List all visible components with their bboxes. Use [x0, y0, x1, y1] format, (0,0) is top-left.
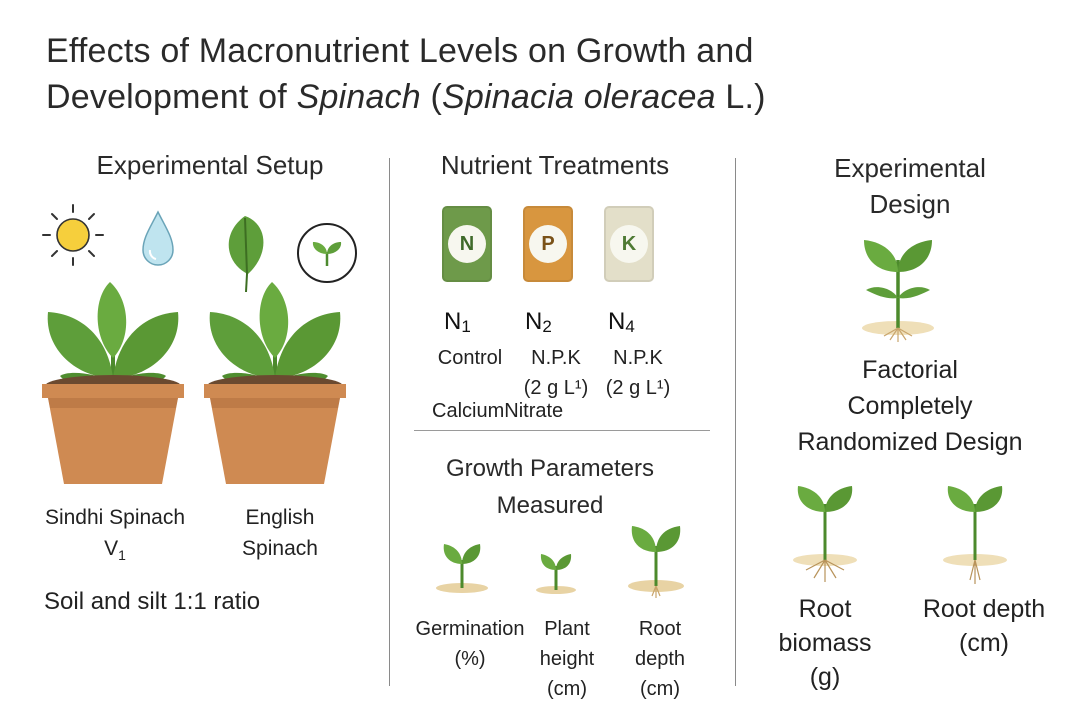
- sun-icon: [42, 204, 104, 266]
- level-n2: N2: [525, 308, 552, 337]
- measure-root-depth-line2: (cm): [959, 629, 1009, 657]
- param-germination: Germination (%): [405, 614, 535, 674]
- section-divider: [414, 430, 710, 431]
- design-heading: Experimental Design: [760, 150, 1060, 222]
- design-heading-line2: Design: [869, 189, 951, 219]
- level-n4: N4: [608, 308, 635, 337]
- level-n1-desc: Control: [437, 347, 503, 369]
- water-drop-icon: [142, 210, 174, 266]
- level-n2-desc: N.P.K (2 g L¹): [512, 343, 600, 403]
- level-n4-desc-line2: (2 g L¹): [605, 377, 671, 399]
- variety-1-code: V1: [20, 533, 210, 571]
- title-prefix: Development of: [46, 78, 297, 116]
- level-sub: 1: [461, 317, 471, 336]
- badge-k-letter: K: [610, 225, 648, 263]
- level-sub: 4: [625, 317, 635, 336]
- variety-1-name: Sindhi Spinach: [44, 506, 186, 529]
- growth-heading: Growth Parameters Measured: [395, 450, 705, 524]
- measure-root-biomass-line3: (g): [809, 663, 841, 691]
- nitrate-text: Nitrate: [504, 400, 564, 422]
- column-divider-right: [735, 158, 736, 686]
- measure-root-depth: Root depth (cm): [904, 592, 1064, 660]
- measure-root-depth-line1: Root depth: [922, 595, 1046, 623]
- soil-ratio: Soil and silt 1:1 ratio: [44, 588, 261, 615]
- badge-p-letter: P: [529, 225, 567, 263]
- growth-heading-line2: Measured: [496, 492, 604, 519]
- param-root-depth: Root depth (cm): [620, 614, 700, 704]
- plant-height-seedling-icon: [536, 554, 576, 594]
- setup-heading: Experimental Setup: [96, 150, 324, 180]
- variety-2-label: English Spinach: [195, 502, 365, 564]
- param-germination-line1: Germination: [415, 618, 525, 640]
- measure-root-biomass: Root biomass (g): [760, 592, 890, 694]
- growth-heading-line1: Growth Parameters: [445, 455, 655, 482]
- design-type-line3: Randomized Design: [797, 428, 1023, 456]
- title-scientific-name: Spinacia oleracea: [442, 78, 716, 116]
- leaf-icon: [228, 216, 264, 293]
- variety-code-sub: 1: [118, 547, 126, 564]
- level-letter: N: [525, 308, 543, 335]
- plant: [209, 282, 341, 388]
- variety-2-name-line1: English: [245, 506, 315, 529]
- level-n4-desc: N.P.K (2 g L¹): [594, 343, 682, 403]
- title-line-2: Development of Spinach (Spinacia olerace…: [46, 74, 1046, 120]
- param-root-depth-line1: Root: [638, 618, 682, 640]
- root-depth-seedling-icon: [628, 526, 684, 598]
- level-sub: 2: [542, 317, 552, 336]
- badge-n-letter: N: [448, 225, 486, 263]
- column-divider-left: [389, 158, 390, 686]
- measure-root-biomass-line2: biomass: [778, 629, 872, 657]
- badge-k: K: [604, 206, 654, 282]
- germination-seedling-icon: [436, 544, 488, 593]
- measure-root-biomass-line1: Root: [798, 595, 852, 623]
- title-suffix: L.): [715, 78, 766, 116]
- param-plant-height-line1: Plant: [544, 618, 590, 640]
- param-plant-height-line3: (cm): [547, 678, 587, 700]
- page-title: Effects of Macronutrient Levels on Growt…: [46, 28, 1046, 120]
- spinach-pot-1: [42, 282, 184, 484]
- seedling-circle-icon: [297, 223, 357, 283]
- spinach-pot-2: [204, 282, 346, 484]
- variety-1-label: Sindhi Spinach V1: [20, 502, 210, 571]
- level-n2-desc-line1: N.P.K: [531, 347, 581, 369]
- design-heading-line1: Experimental: [834, 153, 986, 183]
- treatments-heading: Nutrient Treatments: [440, 150, 670, 180]
- calcium-nitrate-label: CalciumNitrate: [432, 400, 563, 423]
- root-biomass-plant-icon: [793, 486, 857, 582]
- design-plant-icon: [862, 240, 934, 342]
- design-type-line1: Factorial: [862, 356, 958, 384]
- variety-2-name-line2: Spinach: [242, 537, 318, 560]
- param-plant-height: Plant height (cm): [527, 614, 607, 704]
- title-common-name: Spinach: [296, 78, 421, 116]
- design-type-line2: Completely: [847, 392, 973, 420]
- calcium-text: Calcium: [432, 400, 505, 422]
- level-letter: N: [608, 308, 626, 335]
- level-n2-desc-line2: (2 g L¹): [523, 377, 589, 399]
- root-depth-plant-icon: [943, 486, 1007, 584]
- badge-p: P: [523, 206, 573, 282]
- title-line-1: Effects of Macronutrient Levels on Growt…: [46, 32, 754, 70]
- param-germination-line2: (%): [454, 648, 486, 670]
- param-root-depth-line3: (cm): [640, 678, 680, 700]
- param-plant-height-line2: height: [539, 648, 595, 670]
- param-root-depth-line2: depth: [634, 648, 686, 670]
- badge-n: N: [442, 206, 492, 282]
- level-n4-desc-line1: N.P.K: [613, 347, 663, 369]
- variety-code-letter: V: [104, 537, 119, 560]
- plant: [47, 282, 179, 388]
- level-letter: N: [444, 308, 462, 335]
- title-paren: (: [420, 78, 443, 116]
- level-n1: N1: [444, 308, 471, 337]
- design-type: Factorial Completely Randomized Design: [760, 352, 1060, 460]
